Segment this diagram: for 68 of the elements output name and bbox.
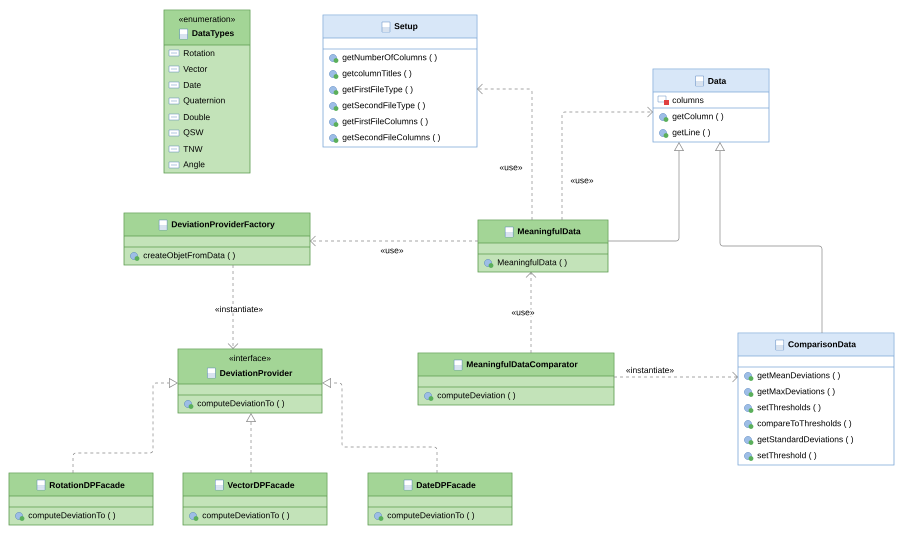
edge-label: «use» [569, 178, 595, 184]
attribute-name: QSW [184, 129, 204, 137]
arrow [526, 272, 536, 354]
method-name: computeDeviationTo ( ) [388, 512, 474, 520]
class-box [124, 212, 310, 266]
class-name: MeaningfulData [518, 228, 581, 236]
edge-label: «instantiate» [624, 366, 676, 374]
arrow [310, 236, 478, 246]
method-name: getColumn ( ) [672, 113, 724, 121]
method-name: getFirstFileColumns ( ) [342, 118, 428, 126]
class-name: Setup [394, 23, 418, 31]
arrow [614, 372, 738, 382]
edge-label: «use» [379, 248, 405, 254]
class-name: DateDPFacade [416, 482, 476, 488]
class-box [178, 348, 322, 414]
attribute-name: Rotation [184, 50, 214, 56]
class-box [418, 352, 614, 406]
class-name: VectorDPFacade [228, 482, 294, 488]
arrow [228, 264, 238, 349]
method-name: computeDeviation ( ) [438, 392, 516, 400]
stereotype-label: «enumeration» [179, 16, 235, 22]
method-name: getSecondFileType ( ) [342, 102, 425, 110]
method-name: getStandardDeviations ( ) [758, 436, 854, 444]
class-box [8, 472, 154, 526]
attribute-name: Angle [183, 161, 205, 169]
attribute-name: Date [184, 82, 201, 88]
method-name: getMeanDeviations ( ) [758, 372, 840, 380]
class-box [182, 472, 328, 526]
method-name: createObjetFromData ( ) [144, 252, 235, 260]
class-box [368, 472, 512, 526]
method-name: getSecondFileColumns ( ) [342, 134, 440, 142]
edge-label: «use» [510, 310, 536, 316]
arrow [714, 142, 822, 334]
class-box [478, 220, 608, 272]
class-box [652, 68, 770, 142]
method-name: computeDeviationTo ( ) [28, 512, 116, 520]
method-name: MeaningfulData ( ) [498, 259, 567, 267]
class-name: RotationDPFacade [50, 482, 124, 488]
class-name: DeviationProvider [220, 370, 292, 376]
class-box [322, 14, 478, 148]
class-box [738, 332, 894, 466]
method-name: getFirstFileType ( ) [342, 86, 413, 94]
attribute-name: Vector [183, 66, 208, 72]
method-name: setThreshold ( ) [757, 452, 816, 460]
method-name: computeDeviationTo ( ) [198, 400, 284, 408]
class-box [164, 10, 250, 174]
attribute-name: columns [672, 96, 704, 104]
stereotype-label: «interface» [229, 354, 271, 362]
edge-label: «instantiate» [214, 304, 264, 314]
method-name: getLine ( ) [672, 129, 710, 137]
method-name: setThresholds ( ) [757, 404, 820, 412]
method-name: getcolumnTitles ( ) [342, 70, 412, 78]
class-name: DataTypes [192, 30, 234, 38]
arrow [477, 84, 532, 220]
attribute-name: Double [184, 114, 210, 120]
class-name: ComparisonData [788, 341, 856, 349]
method-name: getNumberOfColumns ( ) [342, 54, 437, 62]
method-name: compareToThresholds ( ) [758, 420, 852, 428]
edge-label: «use» [498, 164, 524, 172]
class-name: DeviationProviderFactory [172, 221, 275, 229]
arrow [72, 378, 178, 474]
attribute-name: Quaternion [184, 97, 225, 105]
attribute-name: TNW [183, 146, 203, 152]
arrow [562, 106, 653, 220]
class-name: Data [708, 78, 726, 84]
method-name: computeDeviationTo ( ) [202, 512, 290, 520]
class-name: MeaningfulDataComparator [466, 361, 578, 369]
method-name: getMaxDeviations ( ) [758, 388, 835, 396]
